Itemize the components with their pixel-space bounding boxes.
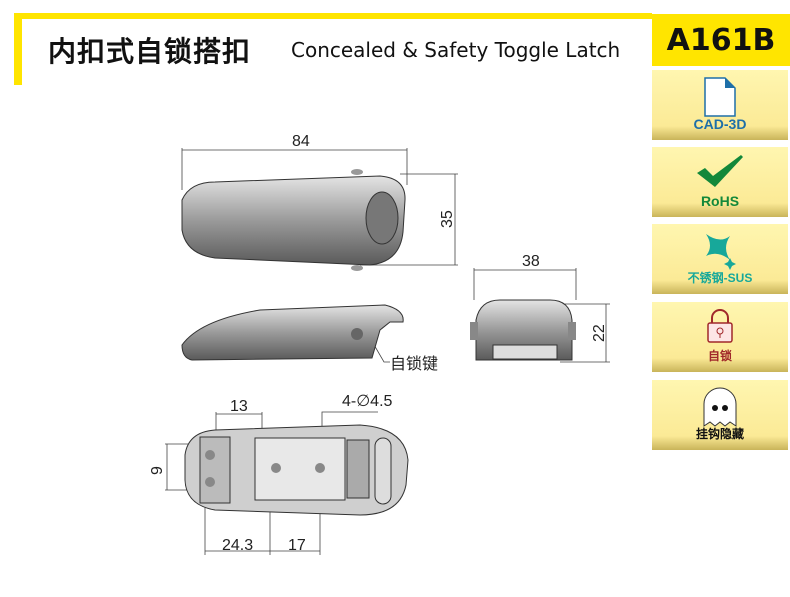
header-accent-side xyxy=(14,13,22,85)
sparkle-icon xyxy=(706,234,736,270)
file-icon xyxy=(704,77,736,117)
ghost-icon xyxy=(703,387,737,427)
title-english: Concealed & Safety Toggle Latch xyxy=(291,38,621,62)
header-accent-bar xyxy=(14,13,652,19)
padlock-icon xyxy=(707,309,733,343)
dimension-lines xyxy=(165,148,610,555)
annotation-self-lock-key: 自锁键 xyxy=(390,355,438,373)
title-chinese: 内扣式自锁搭扣 xyxy=(48,35,252,68)
checkmark-icon xyxy=(697,155,743,187)
badge-label: 自锁 xyxy=(707,349,732,363)
badge-self-lock[interactable]: 自锁 xyxy=(652,302,788,372)
dim-offset-2: 17 xyxy=(288,537,306,554)
dim-depth: 22 xyxy=(591,324,608,342)
technical-drawing: 84 35 38 22 13 9 4-∅4.5 24.3 17 自锁键 xyxy=(149,133,610,555)
badge-label: RoHS xyxy=(700,193,740,209)
badge-stainless[interactable]: 不锈钢-SUS xyxy=(652,224,788,294)
dim-hole-pitch: 9 xyxy=(149,466,166,475)
dim-holes: 4-∅4.5 xyxy=(342,393,393,410)
dim-offset-1: 24.3 xyxy=(222,537,253,554)
badge-hidden-hook[interactable]: 挂钩隐藏 xyxy=(652,380,788,450)
side-view xyxy=(181,304,404,361)
dim-width: 38 xyxy=(522,253,540,270)
badge-label: 挂钩隐藏 xyxy=(695,427,744,441)
end-view xyxy=(470,299,576,361)
dim-hole-spacing: 13 xyxy=(230,398,248,415)
top-view xyxy=(181,169,406,271)
dim-length: 84 xyxy=(292,133,310,150)
model-code: A161B xyxy=(652,14,790,66)
badge-label: CAD-3D xyxy=(693,116,747,132)
dim-height: 35 xyxy=(439,210,456,228)
badge-cad-3d[interactable]: CAD-3D xyxy=(652,70,788,140)
badge-label: 不锈钢-SUS xyxy=(687,271,753,285)
badge-rohs[interactable]: RoHS xyxy=(652,147,788,217)
bottom-view xyxy=(184,424,409,516)
